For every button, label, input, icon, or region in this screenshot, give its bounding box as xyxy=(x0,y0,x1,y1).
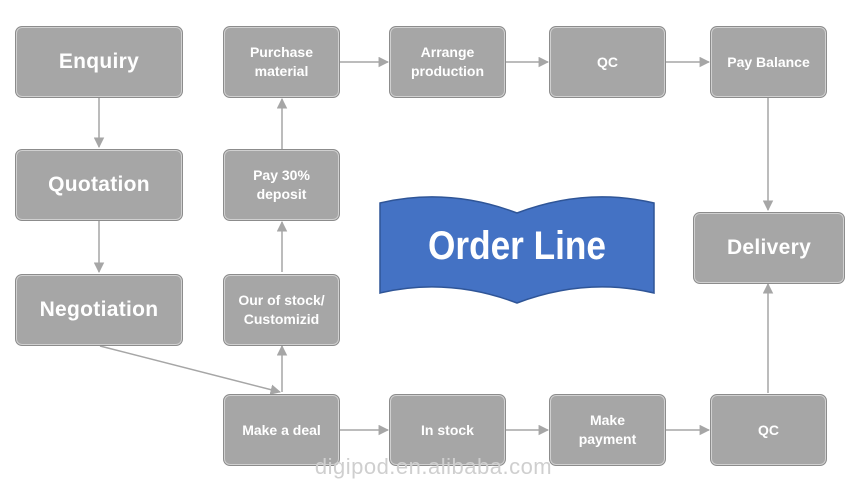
node-delivery: Delivery xyxy=(693,212,845,284)
node-arrange-production: Arrange production xyxy=(389,26,506,98)
node-label: Our of stock/ Customizid xyxy=(238,292,325,327)
banner-shape xyxy=(379,196,655,304)
banner-title: Order Line xyxy=(427,224,606,268)
node-label: Make a deal xyxy=(242,421,321,438)
node-label: Pay Balance xyxy=(727,53,810,70)
order-line-banner xyxy=(379,196,655,304)
node-make-payment: Make payment xyxy=(549,394,666,466)
arrow-negotiation-make-deal xyxy=(99,345,282,395)
node-enquiry: Enquiry xyxy=(15,26,183,98)
watermark: digipod.en.alibaba.com xyxy=(314,454,553,479)
node-quotation: Quotation xyxy=(15,149,183,221)
node-label: Arrange production xyxy=(410,44,485,79)
node-make-deal: Make a deal xyxy=(223,394,340,466)
node-qc-top: QC xyxy=(549,26,666,98)
node-pay-deposit: Pay 30% deposit xyxy=(223,149,340,221)
node-label: Purchase material xyxy=(249,44,314,79)
node-in-stock: In stock xyxy=(389,394,506,466)
node-label: Quotation xyxy=(48,172,150,196)
node-label: Enquiry xyxy=(58,49,140,73)
node-label: QC xyxy=(597,53,618,70)
node-label: Pay 30% deposit xyxy=(253,167,310,202)
node-label: QC xyxy=(758,421,779,438)
node-negotiation: Negotiation xyxy=(15,274,183,346)
node-qc-bottom: QC xyxy=(710,394,827,466)
node-label: Make payment xyxy=(578,412,637,447)
node-our-stock: Our of stock/ Customizid xyxy=(223,274,340,346)
node-label: Negotiation xyxy=(39,297,159,321)
node-label: In stock xyxy=(421,421,474,438)
node-pay-balance: Pay Balance xyxy=(710,26,827,98)
node-purchase-material: Purchase material xyxy=(223,26,340,98)
node-label: Delivery xyxy=(726,235,812,259)
